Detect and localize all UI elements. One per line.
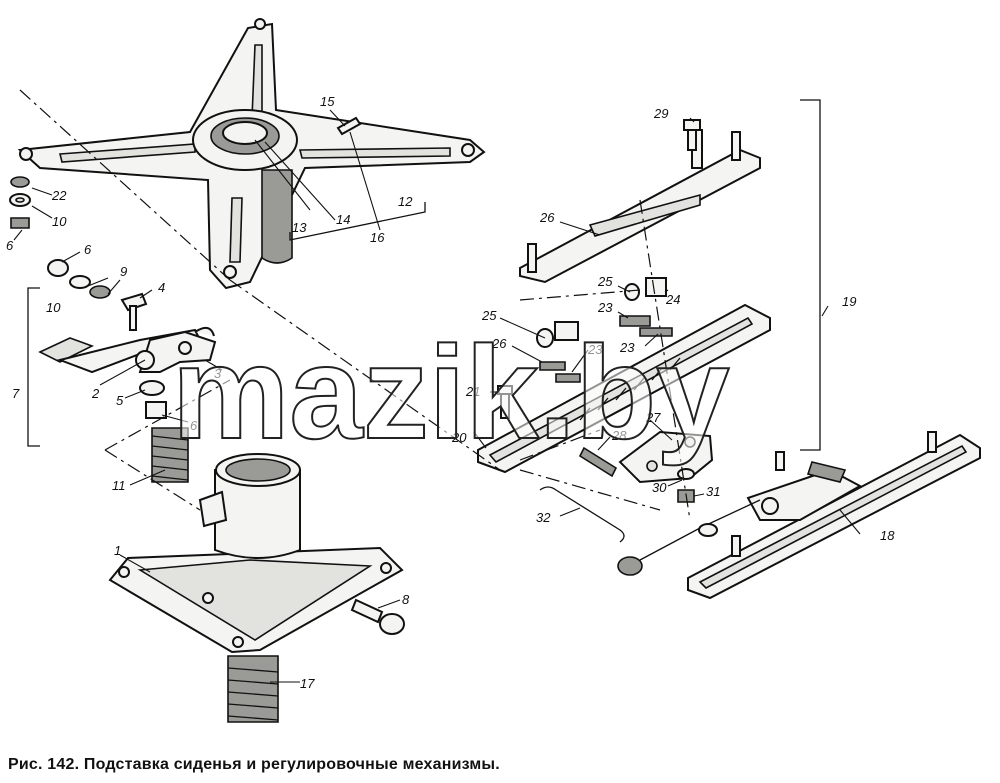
callout-3: 3	[214, 366, 222, 381]
callout-29: 29	[653, 106, 668, 121]
callout-2: 2	[91, 386, 100, 401]
callout-17: 17	[300, 676, 315, 691]
callout-6-mid: 6	[84, 242, 92, 257]
base-plate	[108, 453, 404, 654]
callout-10-mid: 10	[46, 300, 61, 315]
callout-24: 24	[665, 292, 680, 307]
control-rod	[539, 486, 625, 543]
spring-lower	[227, 655, 279, 723]
callout-8: 8	[402, 592, 410, 607]
callout-23-b: 23	[619, 340, 635, 355]
callout-14: 14	[336, 212, 350, 227]
leader-lines	[13, 109, 861, 683]
roller-bushings	[536, 277, 673, 383]
pedal-lever-assembly	[38, 259, 217, 419]
callout-9: 9	[120, 264, 127, 279]
bolt-rail	[497, 385, 513, 419]
callout-20: 20	[451, 430, 467, 445]
callout-6-lower: 6	[190, 418, 198, 433]
callout-28: 28	[611, 428, 627, 443]
callout-31: 31	[706, 484, 720, 499]
callout-27: 27	[645, 410, 661, 425]
callout-25-b: 25	[481, 308, 497, 323]
upper-slide-rail	[519, 129, 761, 284]
bolt-top	[683, 119, 701, 151]
callout-4: 4	[158, 280, 165, 295]
callout-30: 30	[652, 480, 667, 495]
callout-32: 32	[536, 510, 551, 525]
assembly-lines	[19, 89, 691, 521]
callout-6-left: 6	[6, 238, 14, 253]
callout-26-mid: 26	[491, 336, 507, 351]
callout-numbers: 1 2 3 4 5 6 6 6 7 8 9 10 10 11 12 13 14 …	[6, 94, 895, 691]
callout-1: 1	[114, 543, 121, 558]
cross-bracket	[17, 18, 486, 290]
lower-rack-rail	[477, 303, 771, 474]
assembled-slide	[687, 431, 981, 600]
callout-15: 15	[320, 94, 335, 109]
callout-26-top: 26	[539, 210, 555, 225]
washer-nut-stack-top	[9, 176, 31, 229]
watermark: mazik.by	[172, 319, 730, 466]
callout-10-top: 10	[52, 214, 67, 229]
callout-21: 21	[465, 384, 480, 399]
group-brackets	[27, 99, 821, 451]
bolt-base	[350, 598, 405, 635]
callout-11: 11	[112, 478, 126, 493]
callout-22: 22	[51, 188, 67, 203]
callout-23-c: 23	[587, 342, 603, 357]
callout-7: 7	[12, 386, 20, 401]
callout-13: 13	[292, 220, 307, 235]
pin	[336, 116, 362, 136]
callout-16: 16	[370, 230, 385, 245]
callout-5: 5	[116, 393, 124, 408]
callout-25-a: 25	[597, 274, 613, 289]
callout-18: 18	[880, 528, 895, 543]
callout-12: 12	[398, 194, 413, 209]
callout-23-a: 23	[597, 300, 613, 315]
cable-knob	[617, 499, 761, 576]
callout-19: 19	[842, 294, 856, 309]
figure-caption: Рис. 142. Подставка сиденья и регулирово…	[8, 756, 500, 773]
spring-upper	[151, 427, 189, 483]
